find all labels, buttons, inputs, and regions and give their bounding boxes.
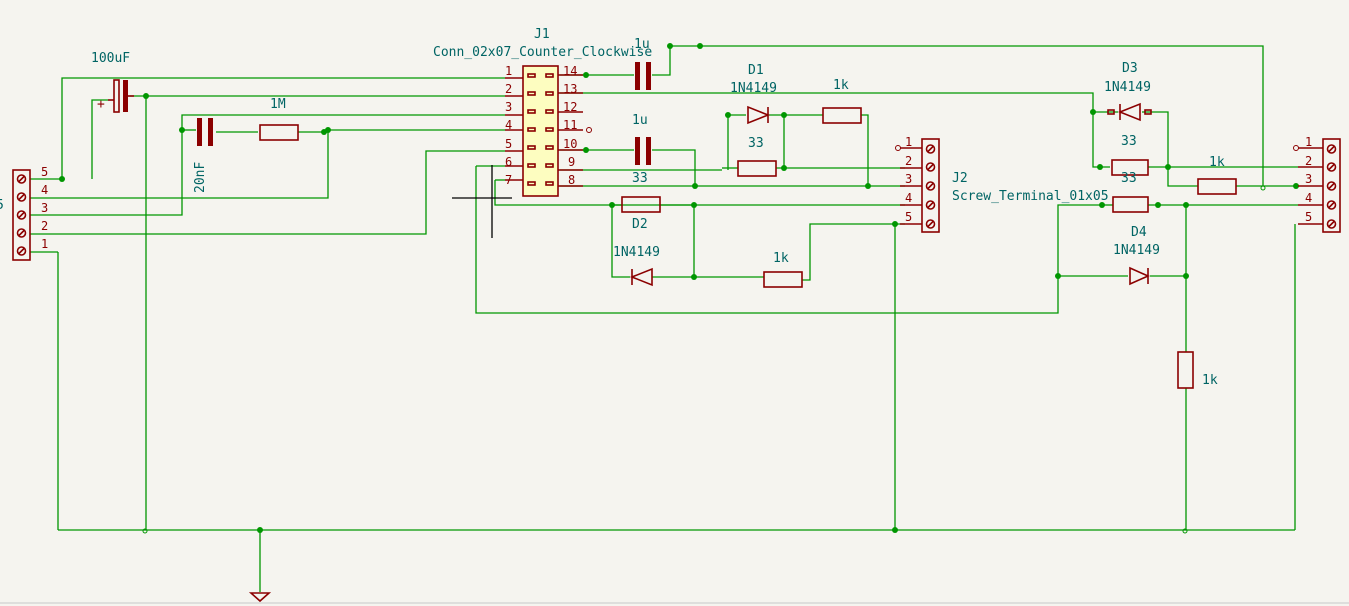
r1k-d2-value: 1k [773,251,789,266]
resistor-33-d3[interactable]: 33 [1111,134,1149,176]
j2-ref: J2 [952,171,968,186]
j1-pin-14: 14 [563,64,577,78]
c1u-mid-value: 1u [632,113,648,128]
left-pin-2: 2 [41,219,48,233]
r1k-vert-value: 1k [1202,373,1218,388]
j1-ref: J1 [534,27,550,42]
j1-pin-3: 3 [505,100,512,114]
right-pin-5: 5 [1305,210,1312,224]
j1-pin-8: 8 [568,173,575,187]
d4-value: 1N4149 [1113,243,1160,258]
j2-pin-1: 1 [905,135,912,149]
d3-value: 1N4149 [1104,80,1151,95]
c1u-top-value: 1u [634,37,650,52]
j1-pin-1: 1 [505,64,512,78]
d3-ref: D3 [1122,61,1138,76]
d2-value: 1N4149 [613,245,660,260]
j1-connector[interactable]: 1 2 3 4 5 6 7 14 13 12 11 10 9 8 J1 Conn… [433,27,652,197]
c100-value: 100uF [91,51,130,66]
resistor-1k-d2[interactable]: 1k [763,251,803,288]
no-connect-markers [142,127,1299,534]
left-pin-4: 4 [41,183,48,197]
junctions [59,43,1299,533]
resistor-1k-vertical[interactable]: 1k [1177,351,1218,389]
right-pin-1: 1 [1305,135,1312,149]
resistor-1k-right[interactable]: 1k [1197,155,1237,195]
d1-ref: D1 [748,63,764,78]
r1k-right-value: 1k [1209,155,1225,170]
j1-pin-11: 11 [563,118,577,132]
j1-pin-9: 9 [568,155,575,169]
capacitor-1u-mid[interactable]: 1u [632,113,651,165]
d2-ref: D2 [632,217,648,232]
left-terminal[interactable]: 5 4 3 2 1 5 [0,165,48,261]
j2-pin-4: 4 [905,191,912,205]
d1-value: 1N4149 [730,81,777,96]
j2-value: Screw_Terminal_01x05 [952,189,1109,204]
r1k-d1-value: 1k [833,78,849,93]
left-pin-3: 3 [41,201,48,215]
r33-mid-value: 33 [632,171,648,186]
j1-pin-10: 10 [563,137,577,151]
j1-value: Conn_02x07_Counter_Clockwise [433,45,652,60]
capacitor-100uf[interactable]: 100uF + [91,51,134,113]
j2-terminal[interactable]: 1 2 3 4 5 J2 Screw_Terminal_01x05 [900,135,1109,233]
r1m-value: 1M [270,97,286,112]
left-pin-5: 5 [41,165,48,179]
j2-pin-2: 2 [905,154,912,168]
right-pin-4: 4 [1305,191,1312,205]
j1-pin-2: 2 [505,82,512,96]
j1-pin-6: 6 [505,155,512,169]
j1-pin-4: 4 [505,118,512,132]
c100-plus: + [97,97,105,112]
j1-pin-7: 7 [505,173,512,187]
resistor-1m[interactable]: 1M [259,97,299,141]
diode-d4[interactable]: D4 1N4149 [1113,225,1160,286]
right-pin-3: 3 [1305,172,1312,186]
resistor-1k-d1[interactable]: 1k [822,78,862,124]
capacitor-20nf[interactable]: 20nF [193,118,213,193]
resistor-33-d3b[interactable]: 33 [1112,171,1149,213]
resistor-33-top[interactable]: 33 [737,136,777,177]
resistor-d2-series[interactable] [621,196,661,213]
diode-d2[interactable]: D2 1N4149 [613,217,660,287]
diode-d3[interactable]: D3 1N4149 [1104,61,1152,122]
r33-d3b-value: 33 [1121,171,1137,186]
c20n-value: 20nF [193,162,208,193]
left-terminal-ref: 5 [0,198,4,213]
wires [30,45,1298,592]
j1-pin-5: 5 [505,137,512,151]
r33-d3-value: 33 [1121,134,1137,149]
right-pin-2: 2 [1305,154,1312,168]
j1-pin-13: 13 [563,82,577,96]
right-terminal[interactable]: 1 2 3 4 5 [1298,135,1341,233]
r33-top-value: 33 [748,136,764,151]
j1-pin-12: 12 [563,100,577,114]
capacitor-1u-top[interactable]: 1u [634,37,651,90]
d4-ref: D4 [1131,225,1147,240]
ground-symbol [248,592,272,603]
j2-pin-3: 3 [905,172,912,186]
left-pin-1: 1 [41,237,48,251]
diode-d1[interactable]: D1 1N4149 [730,63,777,125]
j2-pin-5: 5 [905,210,912,224]
